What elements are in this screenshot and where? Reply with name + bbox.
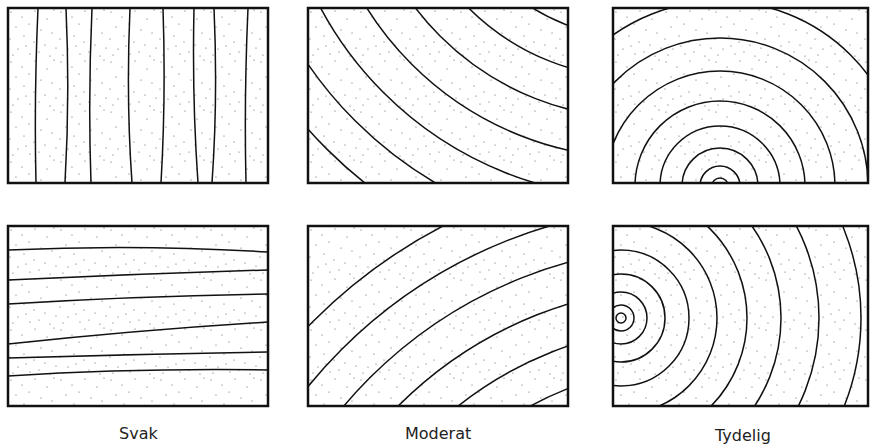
grain-class-label: Svak — [119, 424, 158, 444]
grain-class-label: Moderat — [405, 424, 471, 444]
grain-class-label: Tydelig — [715, 426, 771, 446]
